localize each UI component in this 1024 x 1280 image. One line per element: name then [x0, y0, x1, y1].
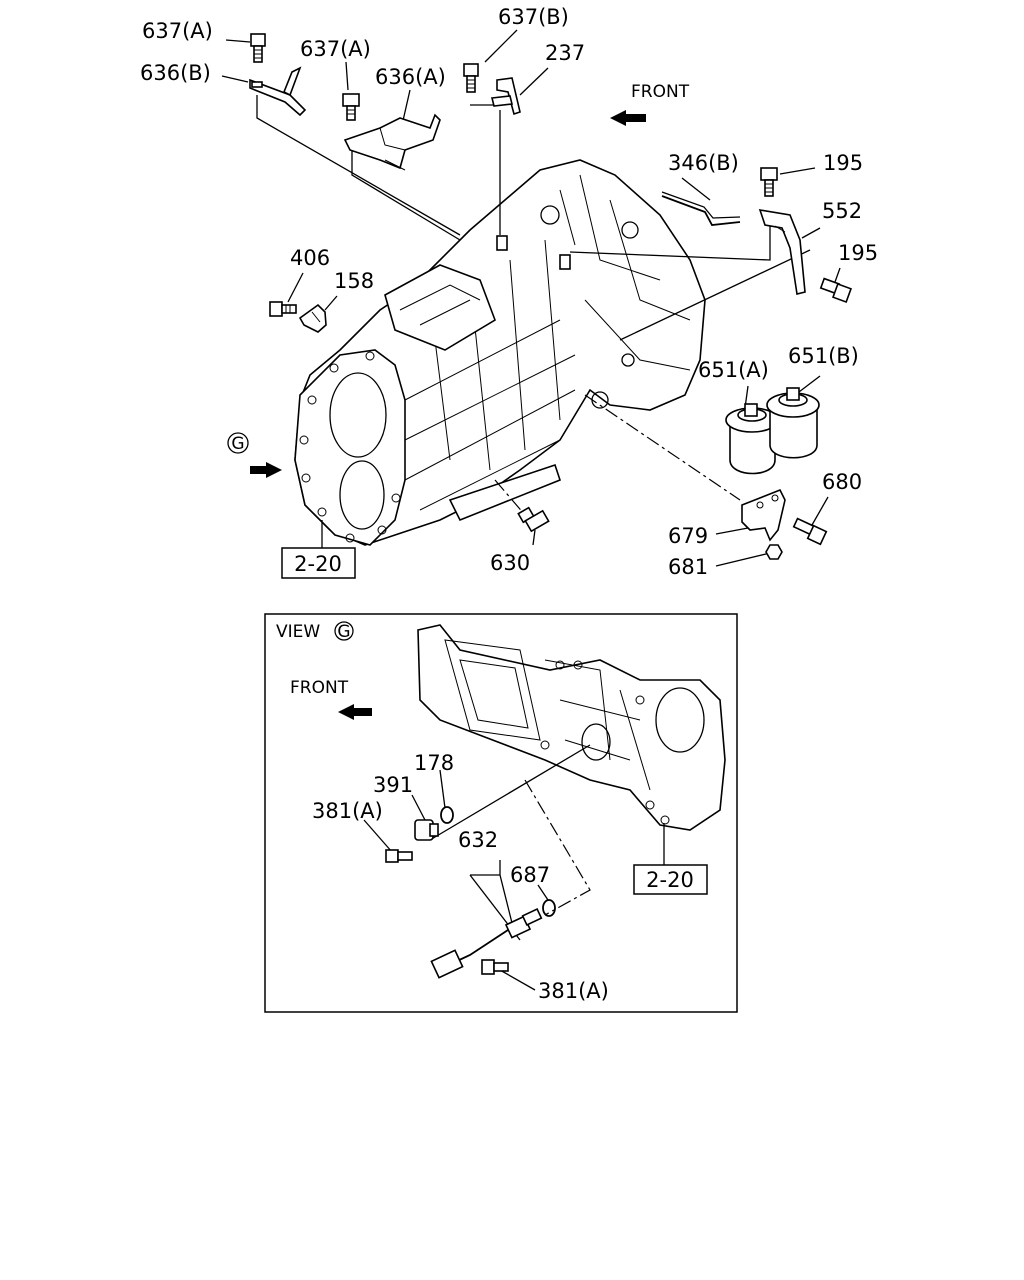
bracket-552-icon — [758, 208, 806, 295]
bracket-636a-icon — [343, 113, 441, 171]
reference-box-text: 2-20 — [294, 552, 342, 576]
bolt-195-icon — [760, 167, 778, 197]
callout-632: 632 — [458, 828, 498, 852]
inset-marker: G — [337, 622, 350, 642]
sensor-632-icon — [430, 908, 543, 979]
callout-636a: 636(A) — [375, 65, 446, 89]
bolt-406-icon — [269, 301, 297, 317]
callout-680: 680 — [822, 470, 862, 494]
callout-636b: 636(B) — [140, 61, 211, 85]
front-label: FRONT — [631, 82, 690, 102]
view-g-marker: G — [227, 432, 249, 454]
bolt-637b-icon — [463, 63, 479, 93]
callout-346b: 346(B) — [668, 151, 739, 175]
callout-681: 681 — [668, 555, 708, 579]
bracket-636b-icon — [249, 66, 307, 117]
engine-mount-651b-icon — [766, 387, 820, 459]
reference-box: 2-20 — [281, 547, 356, 579]
callout-158: 158 — [334, 269, 374, 293]
bolt-637a-icon — [250, 33, 266, 63]
callout-679: 679 — [668, 524, 708, 548]
engine-mount-651a-icon — [725, 403, 779, 475]
callout-651b: 651(B) — [788, 344, 859, 368]
bolt-680-icon — [792, 517, 828, 546]
callout-637a-mid: 637(A) — [300, 37, 371, 61]
bracket-237-icon — [491, 77, 521, 116]
switch-630-icon — [517, 506, 550, 533]
view-arrow-icon — [250, 462, 282, 478]
callout-195-right: 195 — [838, 241, 878, 265]
clip-158-icon — [298, 303, 327, 333]
oring-178-icon — [440, 806, 454, 824]
inset-title: VIEW — [276, 622, 320, 642]
nut-681-icon — [765, 544, 783, 560]
bolt-195-right-icon — [819, 277, 852, 303]
callout-687: 687 — [510, 863, 550, 887]
callout-637a-top: 637(A) — [142, 19, 213, 43]
view-g-marker-text: G — [231, 434, 244, 454]
callout-195-top: 195 — [823, 151, 863, 175]
callout-637b: 637(B) — [498, 5, 569, 29]
bolt-637a-mid-icon — [342, 93, 360, 121]
bolt-381a-left-icon — [385, 849, 413, 863]
callout-391: 391 — [373, 773, 413, 797]
inset-front-label: FRONT — [290, 678, 349, 698]
inset-reference-box: 2-20 — [633, 864, 708, 895]
bracket-679-icon — [741, 488, 786, 542]
callout-651a: 651(A) — [698, 358, 769, 382]
oring-687-icon — [542, 899, 556, 917]
inset-front-arrow-icon — [338, 704, 372, 720]
callout-552: 552 — [822, 199, 862, 223]
bolt-381a-bottom-icon — [481, 959, 509, 975]
plug-391-icon — [414, 819, 439, 841]
view-g-inset: VIEW G FRONT — [264, 613, 738, 1013]
front-arrow-icon — [610, 110, 646, 126]
inset-housing — [417, 624, 726, 831]
callout-237: 237 — [545, 41, 585, 65]
transmission-housing — [294, 159, 706, 546]
callout-381a-left: 381(A) — [312, 799, 383, 823]
callout-630: 630 — [490, 551, 530, 575]
inset-reference-text: 2-20 — [646, 868, 694, 892]
callout-406: 406 — [290, 246, 330, 270]
harness-346b-icon — [661, 191, 741, 226]
callout-178: 178 — [414, 751, 454, 775]
callout-381a-bottom: 381(A) — [538, 979, 609, 1003]
callout-labels: 637(A) 636(B) 637(A) 636(A) 637(B) 237 F… — [140, 5, 878, 579]
